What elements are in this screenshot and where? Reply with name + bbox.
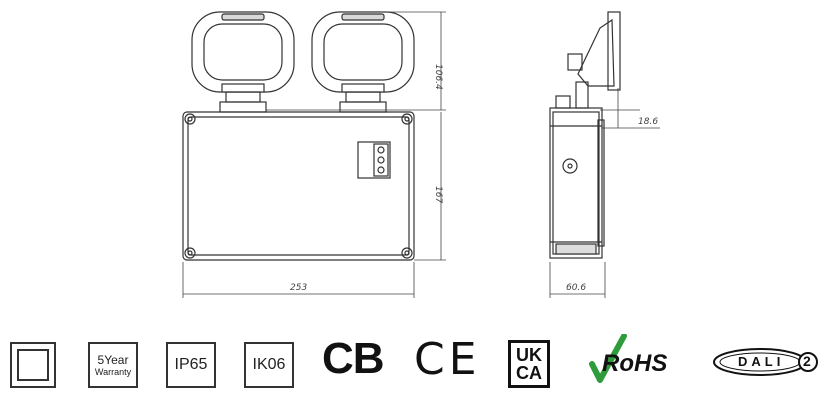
- side-depth-label: 60.6: [566, 283, 586, 293]
- certification-badge-row: 5Year Warranty IP65 IK06 CB CE UK CA RoH…: [0, 330, 830, 400]
- class-ii-icon: [10, 342, 56, 388]
- ik-rating-badge: IK06: [244, 342, 294, 388]
- head-offset-label: 18.6: [638, 117, 658, 127]
- warranty-badge: 5Year Warranty: [88, 342, 138, 388]
- dali-label: DALI: [738, 354, 785, 369]
- ip-rating-badge: IP65: [166, 342, 216, 388]
- ukca-mark: UK CA: [508, 340, 550, 388]
- dali-version: 2: [803, 353, 811, 369]
- ip-rating-label: IP65: [174, 356, 208, 373]
- warranty-years: 5Year: [97, 353, 129, 367]
- front-body: [182, 111, 415, 261]
- rohs-check-icon: [589, 334, 627, 383]
- head-height-label: 106.4: [433, 64, 443, 90]
- body-height-label: 167: [433, 186, 443, 203]
- rohs-label: RoHS: [602, 350, 668, 377]
- rohs-mark: RoHS: [588, 334, 688, 390]
- ce-mark: CE: [414, 334, 481, 385]
- dimension-lines: [182, 11, 660, 298]
- right-lamp-head: [311, 11, 415, 113]
- left-lamp-head: [191, 11, 295, 113]
- dali-ellipse-icon: [713, 348, 818, 376]
- side-view: [549, 11, 621, 259]
- ukca-line1: UK: [516, 345, 542, 365]
- ik-rating-label: IK06: [252, 356, 286, 373]
- warranty-text: Warranty: [94, 367, 132, 377]
- ukca-line2: CA: [516, 363, 542, 383]
- dali-mark: DALI 2: [710, 344, 820, 380]
- technical-drawing: 106.4 167 253 60.6 18.6: [182, 11, 660, 298]
- cb-mark: CB: [322, 334, 385, 383]
- body-width-label: 253: [290, 283, 307, 293]
